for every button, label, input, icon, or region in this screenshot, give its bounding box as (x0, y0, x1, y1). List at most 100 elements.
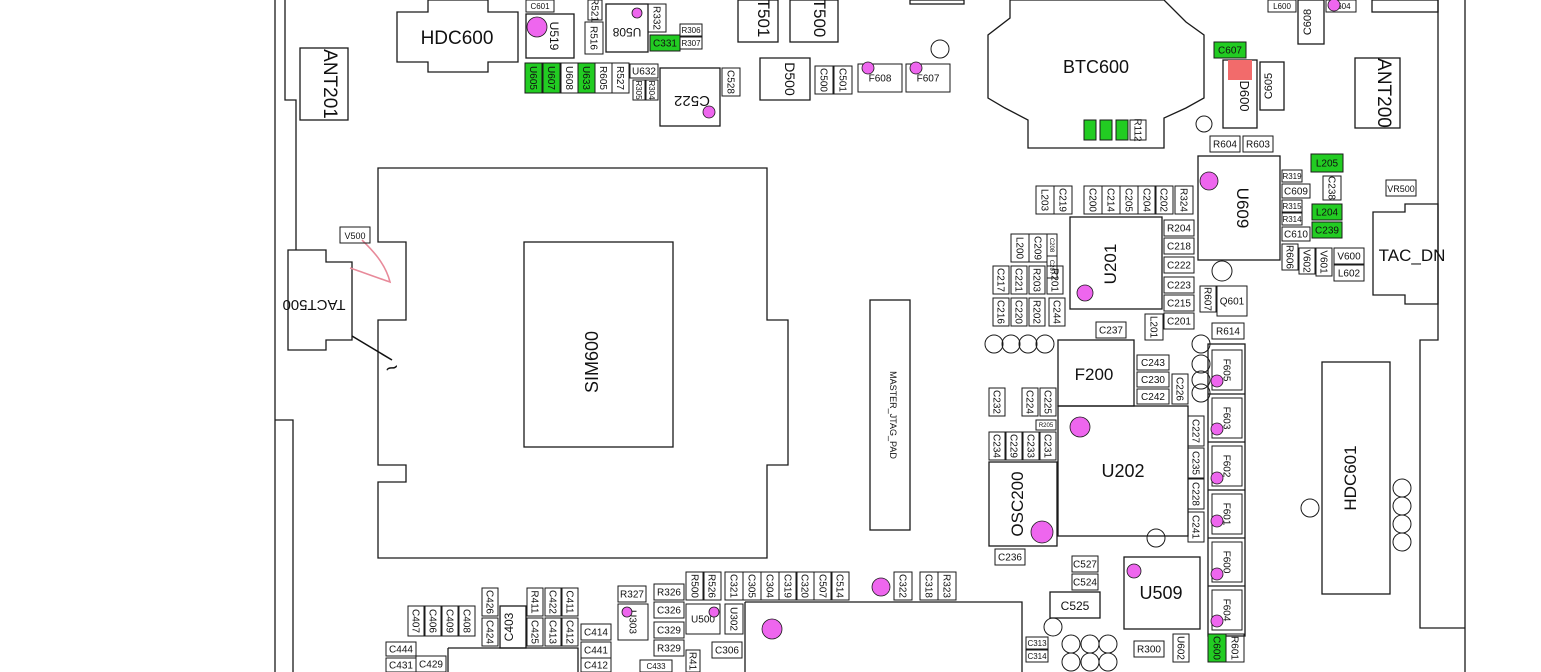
part-c209-label: C209 (1032, 236, 1043, 260)
hdc601-outline (1321, 361, 1391, 595)
part-c205: C205 (1119, 185, 1139, 215)
part-c444-label: C444 (389, 645, 413, 656)
part-v602-box (1298, 247, 1316, 275)
label-u509: U509 (1139, 583, 1182, 603)
part-c229: C229 (1005, 431, 1023, 461)
label-d500: D500 (782, 62, 798, 96)
part-c413-box (544, 617, 562, 647)
part-c501-label: C501 (837, 68, 848, 92)
test-point (1001, 334, 1021, 354)
part-r332-label: R332 (651, 6, 662, 30)
part-u604-label: U604 (1331, 2, 1351, 11)
highlight-green-part (1083, 119, 1097, 141)
part-r319-label: R319 (1282, 172, 1302, 181)
part-c320-label: C320 (799, 574, 810, 598)
part-c409: C409 (441, 605, 459, 637)
part-r607-box (1199, 285, 1217, 313)
part-r526-box (702, 571, 722, 601)
part-c220-label: C220 (1013, 300, 1024, 324)
c522-outline (659, 67, 721, 127)
part-r202-box (1028, 297, 1046, 327)
part-r324: R324 (1174, 185, 1194, 215)
part-r411-box (526, 587, 544, 617)
part-c528: C528 (721, 67, 741, 97)
part-u602-label: U602 (1175, 636, 1186, 660)
part-v600-box (1333, 247, 1365, 265)
part-c202-label: C202 (1158, 188, 1169, 212)
part-r319: R319 (1281, 169, 1303, 183)
part-c318-label: C318 (923, 574, 934, 598)
part-r323-box (937, 571, 957, 601)
test-point (1191, 354, 1211, 374)
part-c229-label: C229 (1008, 434, 1019, 458)
part-r41-box (685, 649, 701, 672)
part-c243: C243 (1136, 354, 1170, 371)
part-u633: U633 (577, 62, 596, 94)
test-point (1191, 383, 1211, 403)
part-c610: C610 (1281, 226, 1311, 242)
part-c209: C209 (1028, 233, 1048, 263)
part-c609-label: C609 (1284, 187, 1308, 198)
part-c514-box (830, 571, 850, 601)
part-c239-box (1311, 221, 1343, 239)
part-l602-box (1333, 264, 1365, 282)
part-c222-box (1163, 256, 1195, 274)
part-c223: C223 (1163, 276, 1195, 294)
part-r112-label: R112 (1132, 118, 1143, 142)
part-c500: C500 (814, 65, 834, 95)
part-r203-box (1028, 265, 1046, 295)
part-c205-label: C205 (1123, 188, 1134, 212)
part-l203-label: L203 (1039, 189, 1050, 212)
c605-outline (1259, 61, 1285, 111)
test-point (1300, 498, 1320, 518)
part-f600-label: F600 (1221, 551, 1232, 574)
part-c230-label: C230 (1141, 375, 1165, 386)
label-c525: C525 (1061, 599, 1090, 613)
part-c425: C425 (526, 617, 544, 647)
part-r604-label: R604 (1213, 140, 1237, 151)
part-f600-box (1211, 541, 1243, 583)
part-c244: C244 (1048, 297, 1066, 327)
part-c313: C313 (1025, 636, 1049, 650)
part-r41-label: R41 (687, 652, 698, 671)
part-c231: C231 (1039, 431, 1057, 461)
part-c306-box (711, 641, 743, 659)
part-c322: C322 (893, 571, 913, 601)
part-r516-box (584, 21, 604, 55)
part-c232-box (988, 387, 1006, 417)
label-c403: C403 (502, 612, 516, 641)
part-c208: C208 (1046, 233, 1058, 257)
part-f607-box (905, 63, 951, 93)
part-c507: C507 (813, 571, 833, 601)
part-r306: R306 (679, 23, 703, 37)
part-r527-box (611, 62, 630, 94)
part-r332: R332 (647, 3, 667, 33)
part-c314: C314 (1025, 649, 1049, 663)
part-c204-box (1137, 185, 1157, 215)
part-c431: C431 (385, 657, 417, 672)
part-r411-label: R411 (529, 590, 540, 614)
part-c313-label: C313 (1027, 639, 1047, 648)
part-c527-label: C527 (1073, 560, 1097, 571)
part-c242-box (1136, 388, 1170, 405)
part-r324-label: R324 (1178, 188, 1189, 212)
part-c227: C227 (1187, 415, 1205, 447)
part-c224-box (1021, 387, 1039, 417)
part-c609: C609 (1281, 183, 1311, 199)
part-v600-label: V600 (1337, 252, 1361, 263)
part-f607-label: F607 (917, 74, 940, 85)
part-c220: C220 (1010, 297, 1028, 327)
part-c412-label: C412 (584, 661, 608, 672)
part-r112-box (1129, 119, 1147, 141)
test-point (1080, 634, 1100, 654)
part-c305-label: C305 (746, 574, 757, 598)
part-c225-label: C225 (1042, 390, 1053, 414)
part-u633-label: U633 (580, 66, 591, 90)
test-point (1018, 334, 1038, 354)
label-ant200: ANT200 (1373, 58, 1394, 128)
part-c218-box (1163, 237, 1195, 255)
part-f604-box (1211, 589, 1243, 631)
label-vr500: VR500 (1387, 184, 1415, 194)
part-c601-box (525, 0, 555, 13)
part-l602-label: L602 (1338, 269, 1361, 280)
